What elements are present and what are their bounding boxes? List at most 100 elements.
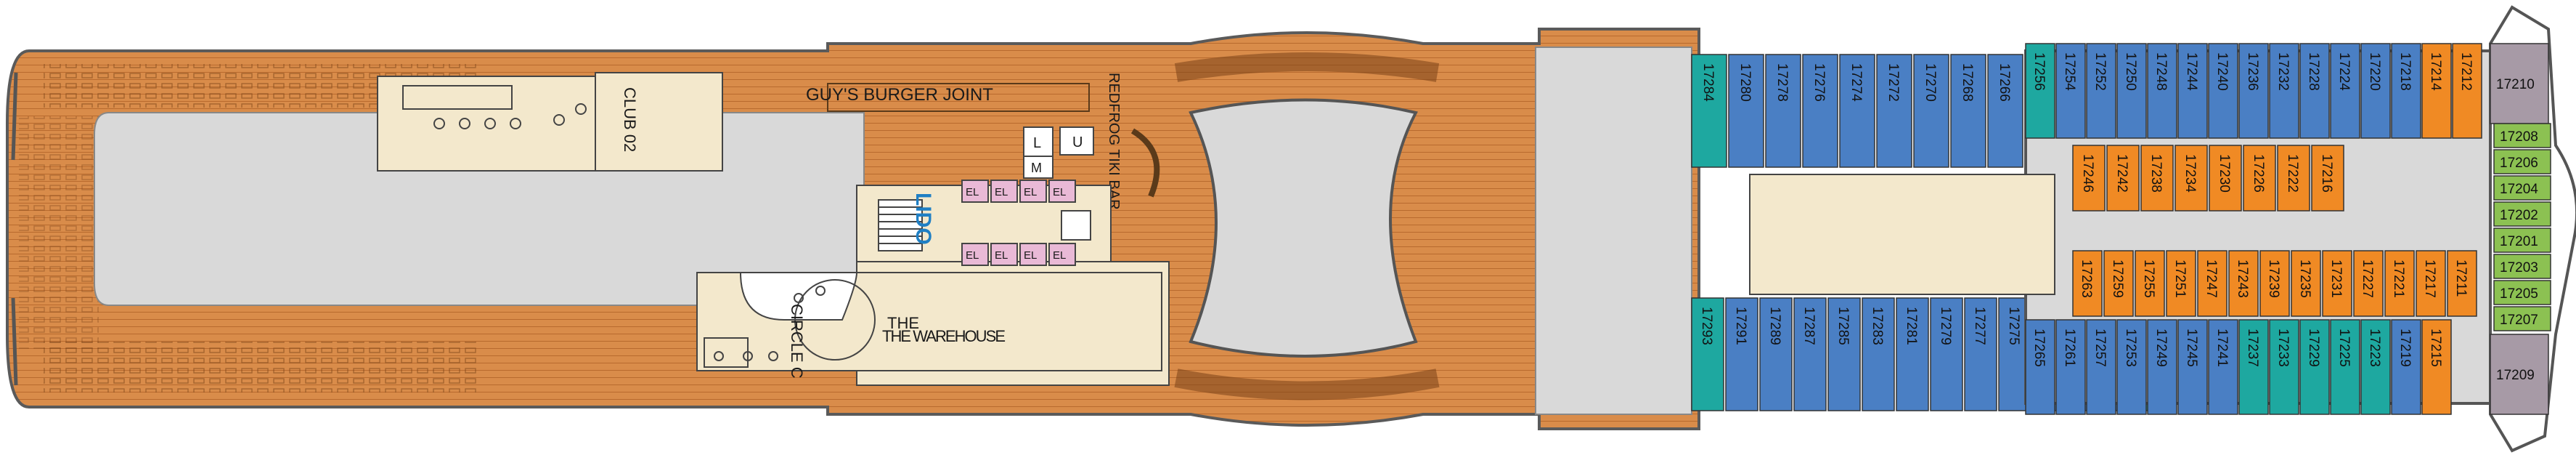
cabin-17204[interactable]: 17204 bbox=[2493, 175, 2551, 201]
cabin-17214[interactable]: 17214 bbox=[2421, 43, 2452, 139]
cabin-number: 17240 bbox=[2214, 52, 2230, 91]
cabin-17251[interactable]: 17251 bbox=[2166, 250, 2196, 317]
cabin-17215[interactable]: 17215 bbox=[2421, 319, 2452, 415]
cabin-17284[interactable]: 17284 bbox=[1691, 54, 1727, 168]
cabin-number: 17218 bbox=[2397, 52, 2413, 91]
cabin-number: 17281 bbox=[1904, 307, 1919, 345]
cabin-17227[interactable]: 17227 bbox=[2353, 250, 2384, 317]
cabin-17239[interactable]: 17239 bbox=[2259, 250, 2290, 317]
cabin-number: 17202 bbox=[2500, 208, 2538, 223]
svg-text:EL: EL bbox=[1024, 249, 1037, 262]
cabin-17230[interactable]: 17230 bbox=[2209, 145, 2242, 212]
cabin-17248[interactable]: 17248 bbox=[2147, 43, 2177, 139]
cabin-number: 17237 bbox=[2245, 329, 2260, 367]
cabin-17225[interactable]: 17225 bbox=[2330, 319, 2360, 415]
cabin-17243[interactable]: 17243 bbox=[2228, 250, 2259, 317]
cabin-17242[interactable]: 17242 bbox=[2106, 145, 2140, 212]
cabin-17246[interactable]: 17246 bbox=[2072, 145, 2106, 212]
cabin-number: 17246 bbox=[2080, 154, 2095, 193]
cabin-17274[interactable]: 17274 bbox=[1839, 54, 1875, 168]
cabin-17279[interactable]: 17279 bbox=[1930, 297, 1963, 411]
cabin-17272[interactable]: 17272 bbox=[1876, 54, 1912, 168]
redfrog-tiki-bar-label: REDFROG TIKI BAR bbox=[1106, 73, 1122, 210]
cabin-17261[interactable]: 17261 bbox=[2055, 319, 2086, 415]
cabin-17287[interactable]: 17287 bbox=[1793, 297, 1827, 411]
cabin-17237[interactable]: 17237 bbox=[2238, 319, 2269, 415]
cabin-17270[interactable]: 17270 bbox=[1913, 54, 1949, 168]
cabin-17253[interactable]: 17253 bbox=[2116, 319, 2147, 415]
cabin-17249[interactable]: 17249 bbox=[2147, 319, 2177, 415]
cabin-17202[interactable]: 17202 bbox=[2493, 201, 2551, 227]
cabin-17255[interactable]: 17255 bbox=[2135, 250, 2165, 317]
cabin-17280[interactable]: 17280 bbox=[1728, 54, 1764, 168]
cabin-17233[interactable]: 17233 bbox=[2269, 319, 2299, 415]
cabin-17208[interactable]: 17208 bbox=[2493, 123, 2551, 148]
cabin-17206[interactable]: 17206 bbox=[2493, 149, 2551, 174]
cabin-17268[interactable]: 17268 bbox=[1950, 54, 1986, 168]
cabin-17207[interactable]: 17207 bbox=[2493, 306, 2551, 331]
cabin-17278[interactable]: 17278 bbox=[1765, 54, 1801, 168]
cabin-17234[interactable]: 17234 bbox=[2174, 145, 2208, 212]
cabin-17212[interactable]: 17212 bbox=[2452, 43, 2482, 139]
cabin-17289[interactable]: 17289 bbox=[1759, 297, 1793, 411]
cabin-17222[interactable]: 17222 bbox=[2277, 145, 2310, 212]
cabin-17245[interactable]: 17245 bbox=[2177, 319, 2208, 415]
cabin-17232[interactable]: 17232 bbox=[2269, 43, 2299, 139]
cabin-17216[interactable]: 17216 bbox=[2311, 145, 2344, 212]
cabin-17252[interactable]: 17252 bbox=[2086, 43, 2116, 139]
cabin-17229[interactable]: 17229 bbox=[2299, 319, 2330, 415]
cabin-17241[interactable]: 17241 bbox=[2208, 319, 2238, 415]
warehouse-label: THE WAREHOUSE bbox=[882, 327, 1006, 345]
cabin-17240[interactable]: 17240 bbox=[2208, 43, 2238, 139]
cabin-17265[interactable]: 17265 bbox=[2025, 319, 2055, 415]
cabin-17285[interactable]: 17285 bbox=[1827, 297, 1861, 411]
cabin-17254[interactable]: 17254 bbox=[2055, 43, 2086, 139]
cabin-17201[interactable]: 17201 bbox=[2493, 227, 2551, 253]
svg-text:EL: EL bbox=[995, 186, 1008, 198]
cabin-17218[interactable]: 17218 bbox=[2391, 43, 2421, 139]
cabin-17226[interactable]: 17226 bbox=[2243, 145, 2276, 212]
cabin-number: 17244 bbox=[2184, 52, 2199, 91]
cabin-number: 17259 bbox=[2110, 259, 2125, 298]
cabin-17259[interactable]: 17259 bbox=[2103, 250, 2134, 317]
cabin-17247[interactable]: 17247 bbox=[2197, 250, 2227, 317]
cabin-17223[interactable]: 17223 bbox=[2360, 319, 2391, 415]
cabin-17257[interactable]: 17257 bbox=[2086, 319, 2116, 415]
cabin-number: 17233 bbox=[2275, 329, 2291, 367]
fwd-grey-block bbox=[1535, 47, 1692, 415]
cabin-17203[interactable]: 17203 bbox=[2493, 254, 2551, 279]
cabin-17209[interactable]: 17209 bbox=[2490, 334, 2549, 415]
svg-text:EL: EL bbox=[995, 249, 1008, 262]
cabin-number: 17289 bbox=[1767, 307, 1782, 345]
cabin-17224[interactable]: 17224 bbox=[2330, 43, 2360, 139]
cabin-17281[interactable]: 17281 bbox=[1896, 297, 1929, 411]
cabin-17266[interactable]: 17266 bbox=[1987, 54, 2023, 168]
cabin-17293[interactable]: 17293 bbox=[1691, 297, 1724, 411]
cabin-17244[interactable]: 17244 bbox=[2177, 43, 2208, 139]
cabin-17277[interactable]: 17277 bbox=[1964, 297, 1997, 411]
cabin-17221[interactable]: 17221 bbox=[2384, 250, 2415, 317]
cabin-17250[interactable]: 17250 bbox=[2116, 43, 2147, 139]
cabin-17210[interactable]: 17210 bbox=[2490, 43, 2549, 124]
cabin-17291[interactable]: 17291 bbox=[1725, 297, 1758, 411]
cabin-number: 17217 bbox=[2422, 259, 2437, 298]
cabin-17205[interactable]: 17205 bbox=[2493, 280, 2551, 305]
cabin-17256[interactable]: 17256 bbox=[2025, 43, 2055, 139]
cabin-17236[interactable]: 17236 bbox=[2238, 43, 2269, 139]
cabin-number: 17203 bbox=[2500, 260, 2538, 275]
cabin-17219[interactable]: 17219 bbox=[2391, 319, 2421, 415]
cabin-17220[interactable]: 17220 bbox=[2360, 43, 2391, 139]
cabin-17228[interactable]: 17228 bbox=[2299, 43, 2330, 139]
cabin-17217[interactable]: 17217 bbox=[2416, 250, 2446, 317]
cabin-17235[interactable]: 17235 bbox=[2291, 250, 2321, 317]
cabin-17283[interactable]: 17283 bbox=[1862, 297, 1895, 411]
cabin-17238[interactable]: 17238 bbox=[2140, 145, 2174, 212]
the-warehouse-label: THE bbox=[887, 314, 919, 332]
cabin-17263[interactable]: 17263 bbox=[2072, 250, 2103, 317]
cabin-number: 17232 bbox=[2275, 52, 2291, 91]
cabin-17211[interactable]: 17211 bbox=[2447, 250, 2477, 317]
cabin-17276[interactable]: 17276 bbox=[1802, 54, 1838, 168]
cabin-number: 17293 bbox=[1699, 307, 1714, 345]
cabin-number: 17280 bbox=[1737, 63, 1753, 102]
cabin-17231[interactable]: 17231 bbox=[2322, 250, 2352, 317]
